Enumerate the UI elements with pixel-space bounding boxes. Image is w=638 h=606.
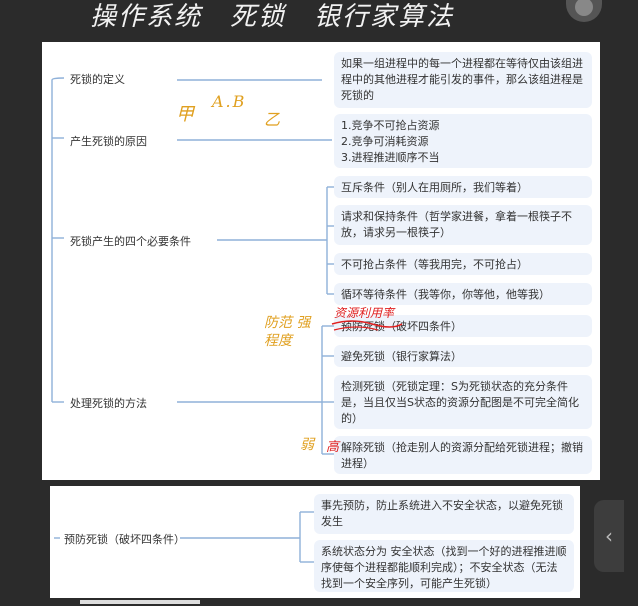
handling-item: 解除死锁（抢走别人的资源分配给死锁进程；撤销进程）: [334, 436, 592, 474]
annotation-high: 高: [326, 440, 340, 455]
mindmap-panel: 死锁的定义 如果一组进程中的每一个进程都在等待仅由该组进程中的其他进程才能引发的…: [42, 42, 600, 480]
node-causes: 产生死锁的原因: [70, 135, 147, 148]
page-title: 操作系统 死锁 银行家算法: [90, 2, 455, 32]
annotation-weak: 弱: [300, 437, 314, 453]
node-handling: 处理死锁的方法: [70, 397, 147, 410]
annotation-resource: 资源利用率: [334, 306, 395, 320]
annotation-jia: 甲: [176, 104, 194, 125]
condition-item: 循环等待条件（我等你，你等他，他等我）: [334, 283, 592, 305]
mindmap-connectors: [51, 77, 334, 455]
chevron-left-icon[interactable]: ‹: [594, 500, 624, 572]
definition-detail: 如果一组进程中的每一个进程都在等待仅由该组进程中的其他进程才能引发的事件，那么该…: [334, 52, 592, 108]
condition-item: 请求和保持条件（哲学家进餐，拿着一根筷子不放，请求另一根筷子）: [334, 205, 592, 245]
prevent-connectors: [54, 511, 314, 563]
causes-detail: 1.竞争不可抢占资源 2.竞争可消耗资源 3.进程推进顺序不当: [334, 114, 592, 168]
camera-button[interactable]: [566, 0, 602, 22]
bottom-edge: [80, 600, 200, 604]
prevent-item: 事先预防，防止系统进入不安全状态，以避免死锁发生: [314, 494, 574, 534]
condition-item: 互斥条件（别人在用厕所，我们等着）: [334, 176, 592, 198]
annotation-strokes: [331, 320, 403, 331]
annotation-yi: 乙: [264, 110, 281, 129]
handling-item: 预防死锁（破坏四条件）: [334, 315, 592, 337]
prevent-panel: 预防死锁（破坏四条件） 事先预防，防止系统进入不安全状态，以避免死锁发生 系统状…: [50, 486, 580, 598]
node-definition: 死锁的定义: [70, 73, 125, 86]
condition-item: 不可抢占条件（等我用完，不可抢占）: [334, 253, 592, 275]
node-prevent: 预防死锁（破坏四条件）: [64, 533, 185, 546]
annotation-prevent: 防范 强 程度: [264, 315, 311, 349]
handling-item: 检测死锁（死锁定理：S为死锁状态的充分条件是，当且仅当S状态的资源分配图是不可完…: [334, 375, 592, 429]
handling-item: 避免死锁（银行家算法）: [334, 345, 592, 367]
node-conditions: 死锁产生的四个必要条件: [70, 235, 191, 248]
prevent-item: 系统状态分为 安全状态（找到一个好的进程推进顺序使每个进程都能顺利完成）；不安全…: [314, 540, 574, 592]
annotation-ab: A.B: [212, 92, 247, 111]
